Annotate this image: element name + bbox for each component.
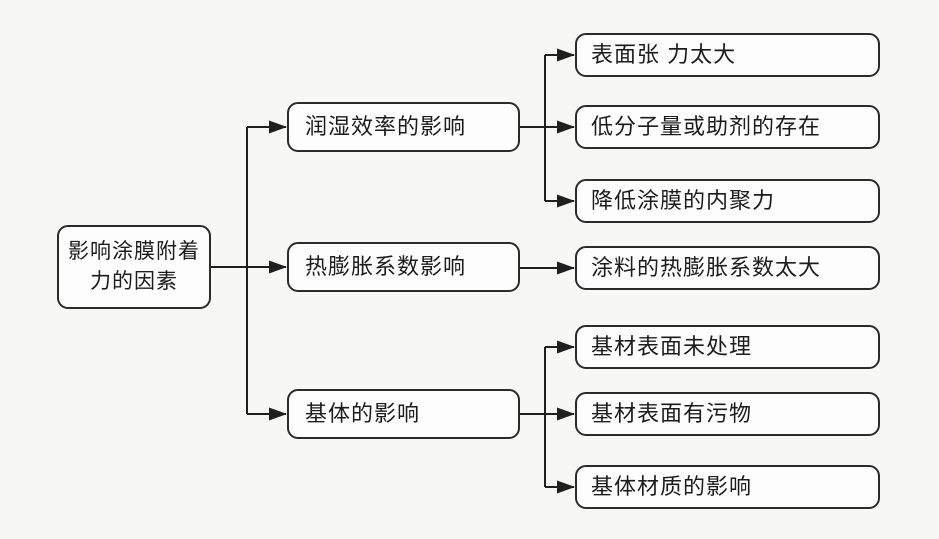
root-node-label-line2: 力的因素 <box>90 270 178 293</box>
leaf-node-surface-tension: 表面张 力太大 <box>575 33 880 77</box>
leaf-node-label: 降低涂膜的内聚力 <box>591 187 776 213</box>
leaf-node-untreated-surface: 基材表面未处理 <box>575 325 880 369</box>
leaf-node-label: 表面张 力太大 <box>591 41 737 67</box>
leaf-node-label: 涂料的热膨胀系数太大 <box>591 254 822 280</box>
leaf-node-coating-expansion-coefficient: 涂料的热膨胀系数太大 <box>575 246 880 290</box>
branch-node-label: 润湿效率的影响 <box>305 113 467 139</box>
branch-node-thermal-expansion: 热膨胀系数影响 <box>287 242 520 292</box>
leaf-node-label: 基材表面有污物 <box>591 400 753 426</box>
leaf-node-label: 基体材质的影响 <box>591 473 753 499</box>
leaf-node-label: 基材表面未处理 <box>591 333 753 359</box>
root-node-label-line1: 影响涂膜附着 <box>68 239 200 263</box>
branch-node-label: 基体的影响 <box>305 400 421 426</box>
branch-node-wetting-efficiency: 润湿效率的影响 <box>287 102 520 152</box>
leaf-node-substrate-material: 基体材质的影响 <box>575 465 880 509</box>
leaf-node-contaminated-surface: 基材表面有污物 <box>575 392 880 436</box>
branch-node-label: 热膨胀系数影响 <box>305 253 467 279</box>
leaf-node-low-molecular-weight: 低分子量或助剂的存在 <box>575 105 880 149</box>
leaf-node-label: 低分子量或助剂的存在 <box>591 113 822 139</box>
leaf-node-reduced-cohesion: 降低涂膜的内聚力 <box>575 179 880 223</box>
root-node-adhesion-factors: 影响涂膜附着 力的因素 <box>57 225 211 309</box>
branch-node-substrate: 基体的影响 <box>287 389 520 439</box>
